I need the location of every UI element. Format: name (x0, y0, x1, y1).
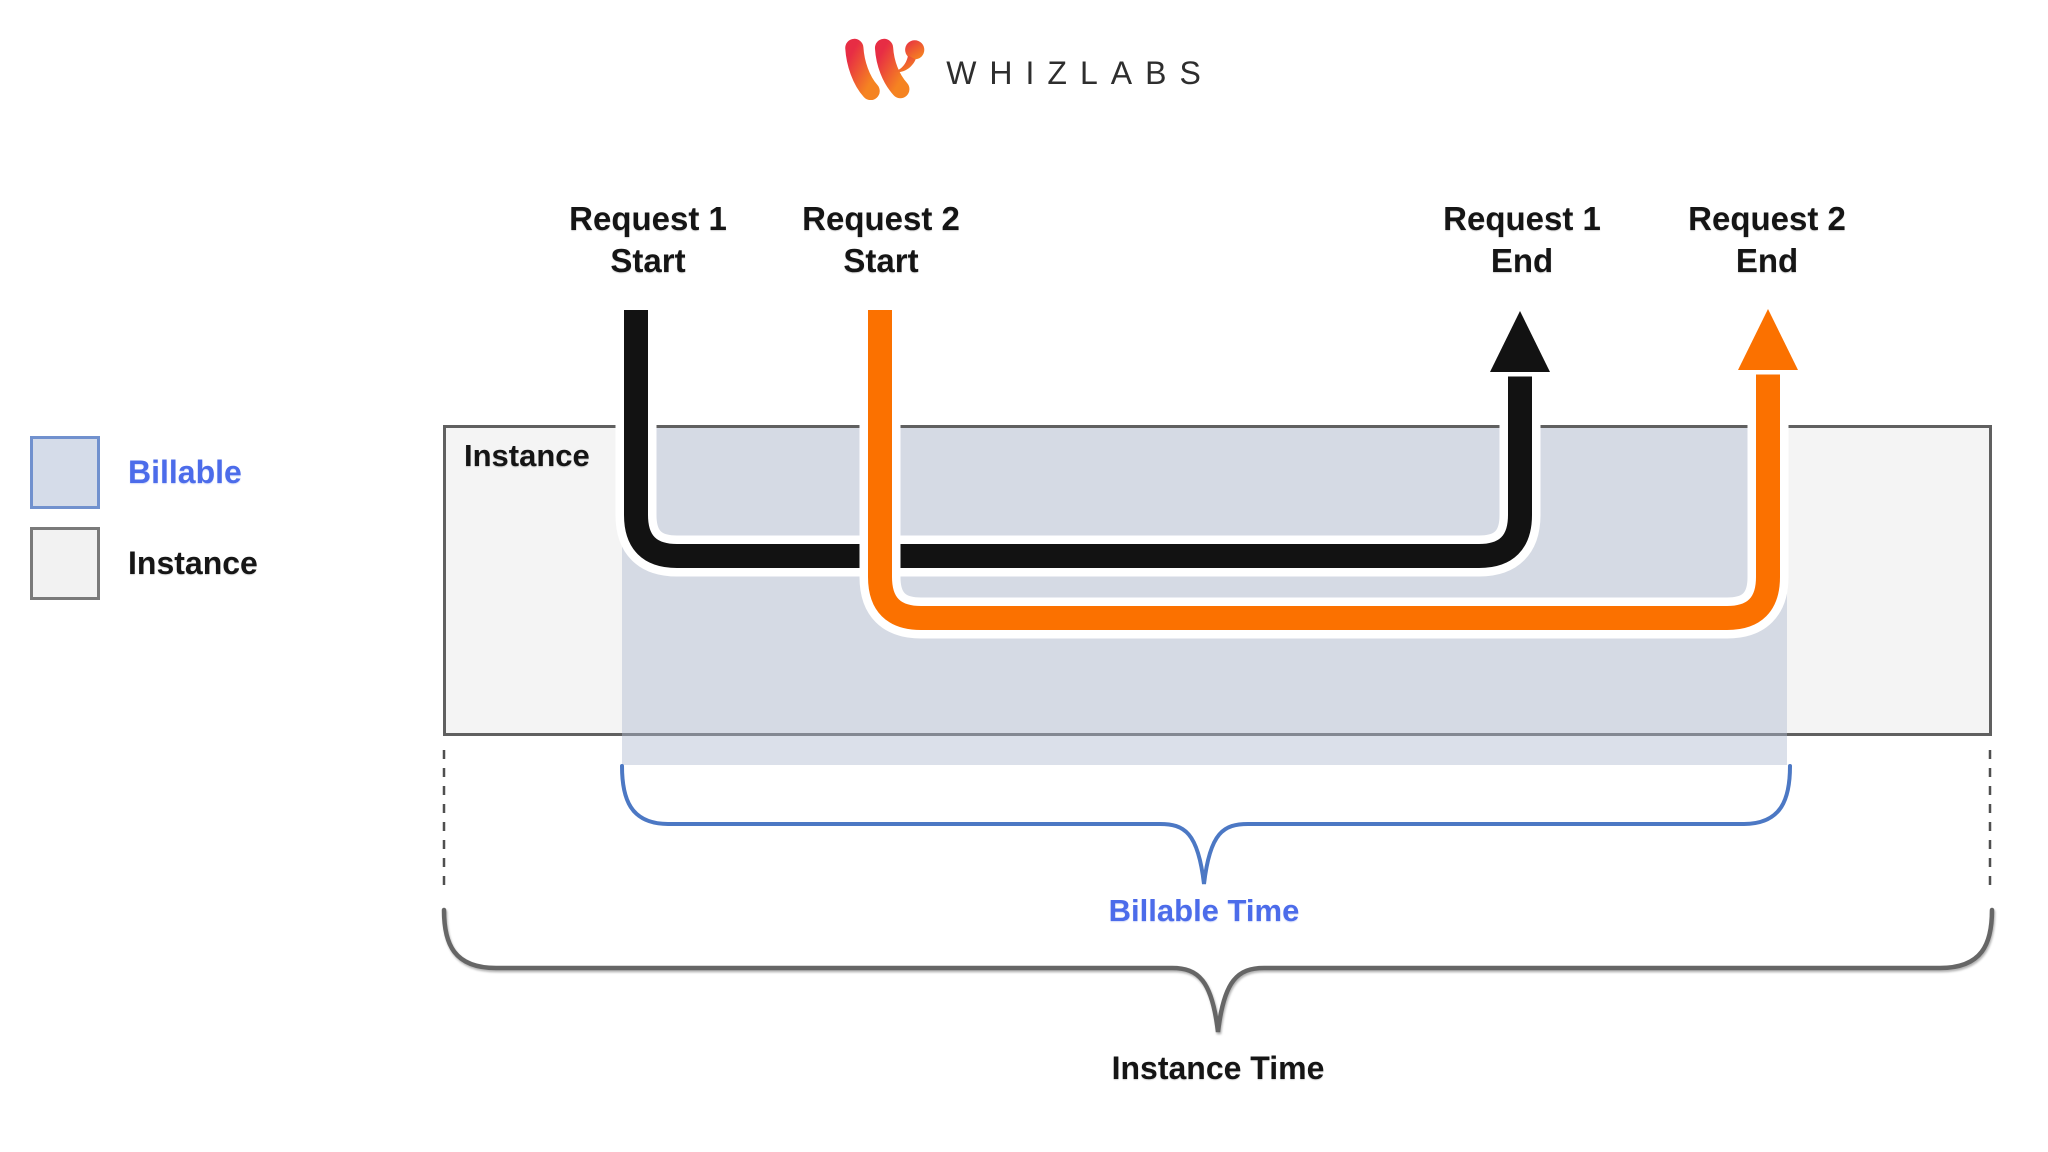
logo-brand-text: WHIZLABS (946, 54, 1214, 91)
marker-request-2-end: Request 2 End (1688, 198, 1846, 282)
legend-label-billable: Billable (128, 454, 242, 490)
marker-request-1-end: Request 1 End (1443, 198, 1601, 282)
legend-item-billable: Billable (30, 436, 258, 509)
legend-item-instance: Instance (30, 527, 258, 600)
instance-time-label: Instance Time (1111, 1050, 1325, 1086)
whizlabs-w-mark-icon (845, 38, 925, 100)
marker-line1: Request 2 (1688, 200, 1846, 237)
request-2-arrowhead (1733, 304, 1803, 375)
billable-swatch (30, 436, 100, 509)
marker-line1: Request 1 (569, 200, 727, 237)
request-1-arrowhead (1485, 306, 1555, 377)
logo-stroke-left (845, 38, 880, 100)
marker-line2: End (1735, 242, 1799, 279)
whizlabs-logo: WHIZLABS (834, 38, 1214, 100)
marker-line1: Request 1 (1443, 200, 1601, 237)
instance-swatch (30, 527, 100, 600)
marker-line2: End (1490, 242, 1554, 279)
logo-dot-tail (893, 55, 916, 73)
logo-stroke-right (874, 38, 910, 99)
instance-box-label: Instance (464, 438, 590, 473)
marker-line2: Start (843, 242, 919, 279)
billable-time-label: Billable Time (1108, 893, 1300, 928)
marker-line2: Start (610, 242, 686, 279)
billable-region (622, 428, 1787, 765)
logo-dot (905, 40, 925, 60)
billable-time-brace (620, 764, 1792, 885)
marker-request-2-start: Request 2 Start (802, 198, 960, 282)
marker-line1: Request 2 (802, 200, 960, 237)
legend: Billable Instance (30, 436, 258, 618)
legend-label-instance: Instance (128, 545, 258, 581)
marker-request-1-start: Request 1 Start (569, 198, 727, 282)
